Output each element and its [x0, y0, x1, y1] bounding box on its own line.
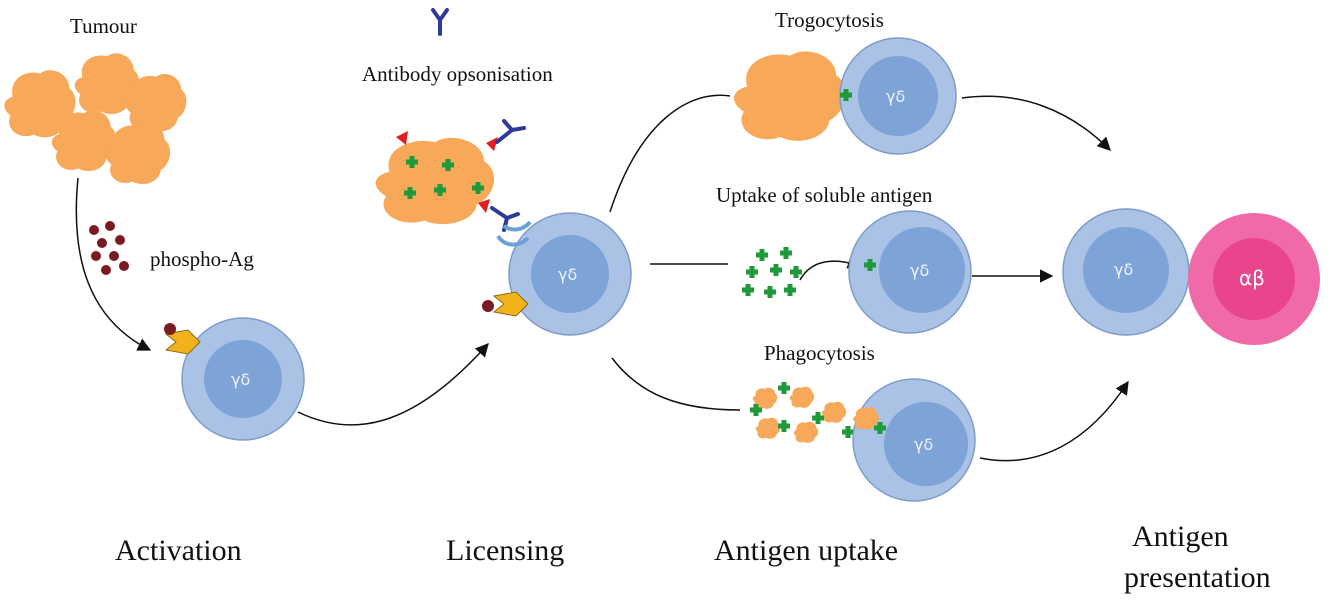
arrow-activation-to-licensing	[297, 342, 489, 426]
phagocytosis-label: Phagocytosis	[764, 341, 875, 365]
trogocytosis-label: Trogocytosis	[775, 8, 884, 32]
arrow-phagocytosis-to-presentation	[979, 380, 1129, 462]
soluble-uptake-gd-cell	[848, 210, 972, 334]
licensing-receptor	[482, 291, 529, 317]
branch-to-phagocytosis	[611, 357, 741, 411]
activation-gd-cell	[181, 317, 305, 441]
gd-symbol-soluble-uptake: γδ	[910, 261, 930, 280]
stage-licensing: Licensing	[446, 534, 565, 567]
arrow-trogocytosis-to-presentation	[961, 95, 1111, 151]
fc-receptor	[496, 220, 532, 247]
gd-symbol-trogocytosis: γδ	[886, 87, 906, 106]
phospho-ag-label: phospho-Ag	[150, 247, 254, 271]
stage-antigen-presentation-line1: Antigen	[1132, 520, 1229, 553]
ab-t-cell	[1188, 213, 1320, 345]
stage-activation: Activation	[115, 534, 242, 567]
stage-antigen-uptake: Antigen uptake	[714, 534, 899, 567]
phagocytosis-fragments	[752, 386, 847, 443]
presenting-gd-cell	[1062, 208, 1190, 336]
tumour-cluster	[4, 53, 187, 185]
trogocytosis-tumour	[734, 51, 846, 141]
antibody-opsonisation-label: Antibody opsonisation	[362, 62, 553, 86]
stage-antigen-presentation-line2: presentation	[1124, 561, 1271, 594]
antibody-icon	[431, 8, 449, 36]
gd-symbol-presentation: γδ	[1114, 260, 1134, 279]
ab-symbol: αβ	[1239, 266, 1265, 290]
uptake-soluble-antigen-label: Uptake of soluble antigen	[716, 183, 933, 207]
soluble-antigen-particles	[742, 247, 802, 298]
gd-symbol-activation: γδ	[231, 370, 251, 389]
phospho-ag-receptor	[164, 323, 201, 355]
branch-to-trogocytosis	[609, 94, 731, 213]
tumour-label: Tumour	[70, 14, 137, 38]
licensing-gd-cell	[508, 212, 632, 336]
opsonised-tumour	[375, 119, 526, 232]
phospho-ag-particles	[89, 221, 129, 275]
phagocytosis-gd-cell	[852, 378, 976, 502]
gd-symbol-licensing: γδ	[558, 265, 578, 284]
gd-symbol-phagocytosis: γδ	[914, 435, 934, 454]
arrow-tumour-to-activation	[75, 177, 152, 351]
